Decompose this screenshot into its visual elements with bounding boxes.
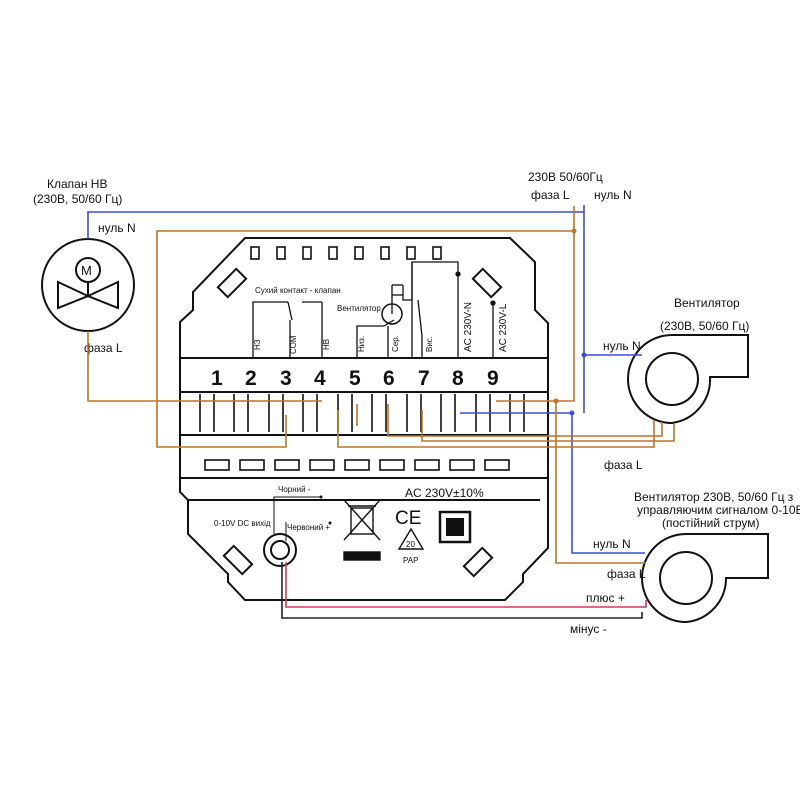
weee-icon	[343, 499, 381, 561]
terminal-number-9: 9	[487, 367, 499, 390]
speed-label-high: Вис.	[425, 336, 434, 352]
lower-slots	[204, 459, 510, 471]
fan-motor-symbol	[381, 303, 403, 325]
supply-neutral-label: нуль N	[594, 188, 632, 202]
dc-output-label: 0-10V DC вихід	[214, 519, 271, 528]
supply-title: 230В 50/60Гц	[528, 170, 603, 184]
fan1-title: Вентилятор	[674, 296, 740, 310]
speed-label-mid: Сер.	[391, 335, 400, 352]
terminal-number-8: 8	[452, 367, 464, 390]
ac-n-label: AC 230V-N	[463, 302, 474, 352]
speed-label-low: Низ.	[357, 336, 366, 352]
rating-label: AC 230V±10%	[405, 486, 484, 500]
black-lead	[273, 496, 321, 534]
fan2-plus-label: плюс +	[586, 591, 625, 605]
recycle-code: PAP	[403, 556, 418, 565]
valve-neutral-label: нуль N	[98, 221, 136, 235]
fan1-neutral-label: нуль N	[603, 339, 641, 353]
terminal-number-7: 7	[418, 367, 430, 390]
valve-title: Клапан НВ	[47, 177, 107, 191]
valve-spec: (230В, 50/60 Гц)	[33, 192, 122, 206]
internal-schematic	[252, 261, 496, 358]
neutral-wires	[87, 205, 645, 554]
fan2-title-line1: Вентилятор 230В, 50/60 Гц з	[634, 490, 794, 504]
neutral-junction-fan2	[569, 410, 575, 416]
terminal-number-2: 2	[245, 367, 257, 390]
terminal-number-6: 6	[383, 367, 395, 390]
thermostat-body	[179, 237, 549, 601]
relay-label-com: СОМ	[289, 335, 298, 354]
phase-wires	[87, 206, 675, 564]
recycle-icon	[397, 527, 425, 550]
relay-label-nc: НЗ	[253, 339, 262, 350]
dc-output-jack	[263, 533, 297, 567]
fan2-title-line2: управляючим сигналом 0-10В	[637, 503, 800, 517]
relay-label-no: НВ	[322, 339, 331, 350]
supply-phase-label: фаза L	[531, 188, 570, 202]
ac-l-label: AC 230V-L	[498, 303, 509, 352]
fan1-spec: (230В, 50/60 Гц)	[660, 319, 749, 333]
fan1-phase-label: фаза L	[604, 458, 643, 472]
valve-phase-label: фаза L	[84, 341, 123, 355]
fan2-symbol	[641, 533, 769, 624]
terminal-numbers: 1 2 3 4 5 6 7 8 9	[211, 367, 499, 390]
dry-contact-label: Сухий контакт - клапан	[255, 286, 341, 295]
terminal-number-5: 5	[349, 367, 361, 390]
fan-internal-label: Вентилятор	[337, 304, 381, 313]
valve-motor-symbol: M	[81, 263, 92, 278]
terminal-number-1: 1	[211, 367, 223, 390]
ce-mark: CE	[395, 508, 421, 529]
black-wire-label: Чорний -	[278, 485, 311, 494]
top-tabs	[250, 246, 442, 260]
fan2-minus-label: мінус -	[570, 622, 607, 636]
fan2-neutral-label: нуль N	[593, 537, 631, 551]
terminal-number-3: 3	[280, 367, 292, 390]
signal-wires	[281, 562, 647, 619]
neutral-junction-fan1	[581, 352, 587, 358]
corner-latches	[216, 267, 503, 578]
red-wire-label: Червоний +	[287, 523, 330, 532]
valve-symbol	[41, 238, 135, 332]
fan2-phase-label: фаза L	[607, 567, 646, 581]
sensor-window	[438, 510, 472, 544]
fan2-title-line3: (постійний струм)	[662, 516, 760, 530]
recycle-number: 20	[406, 540, 415, 549]
fan1-symbol	[627, 334, 749, 425]
terminal-number-4: 4	[314, 367, 326, 390]
